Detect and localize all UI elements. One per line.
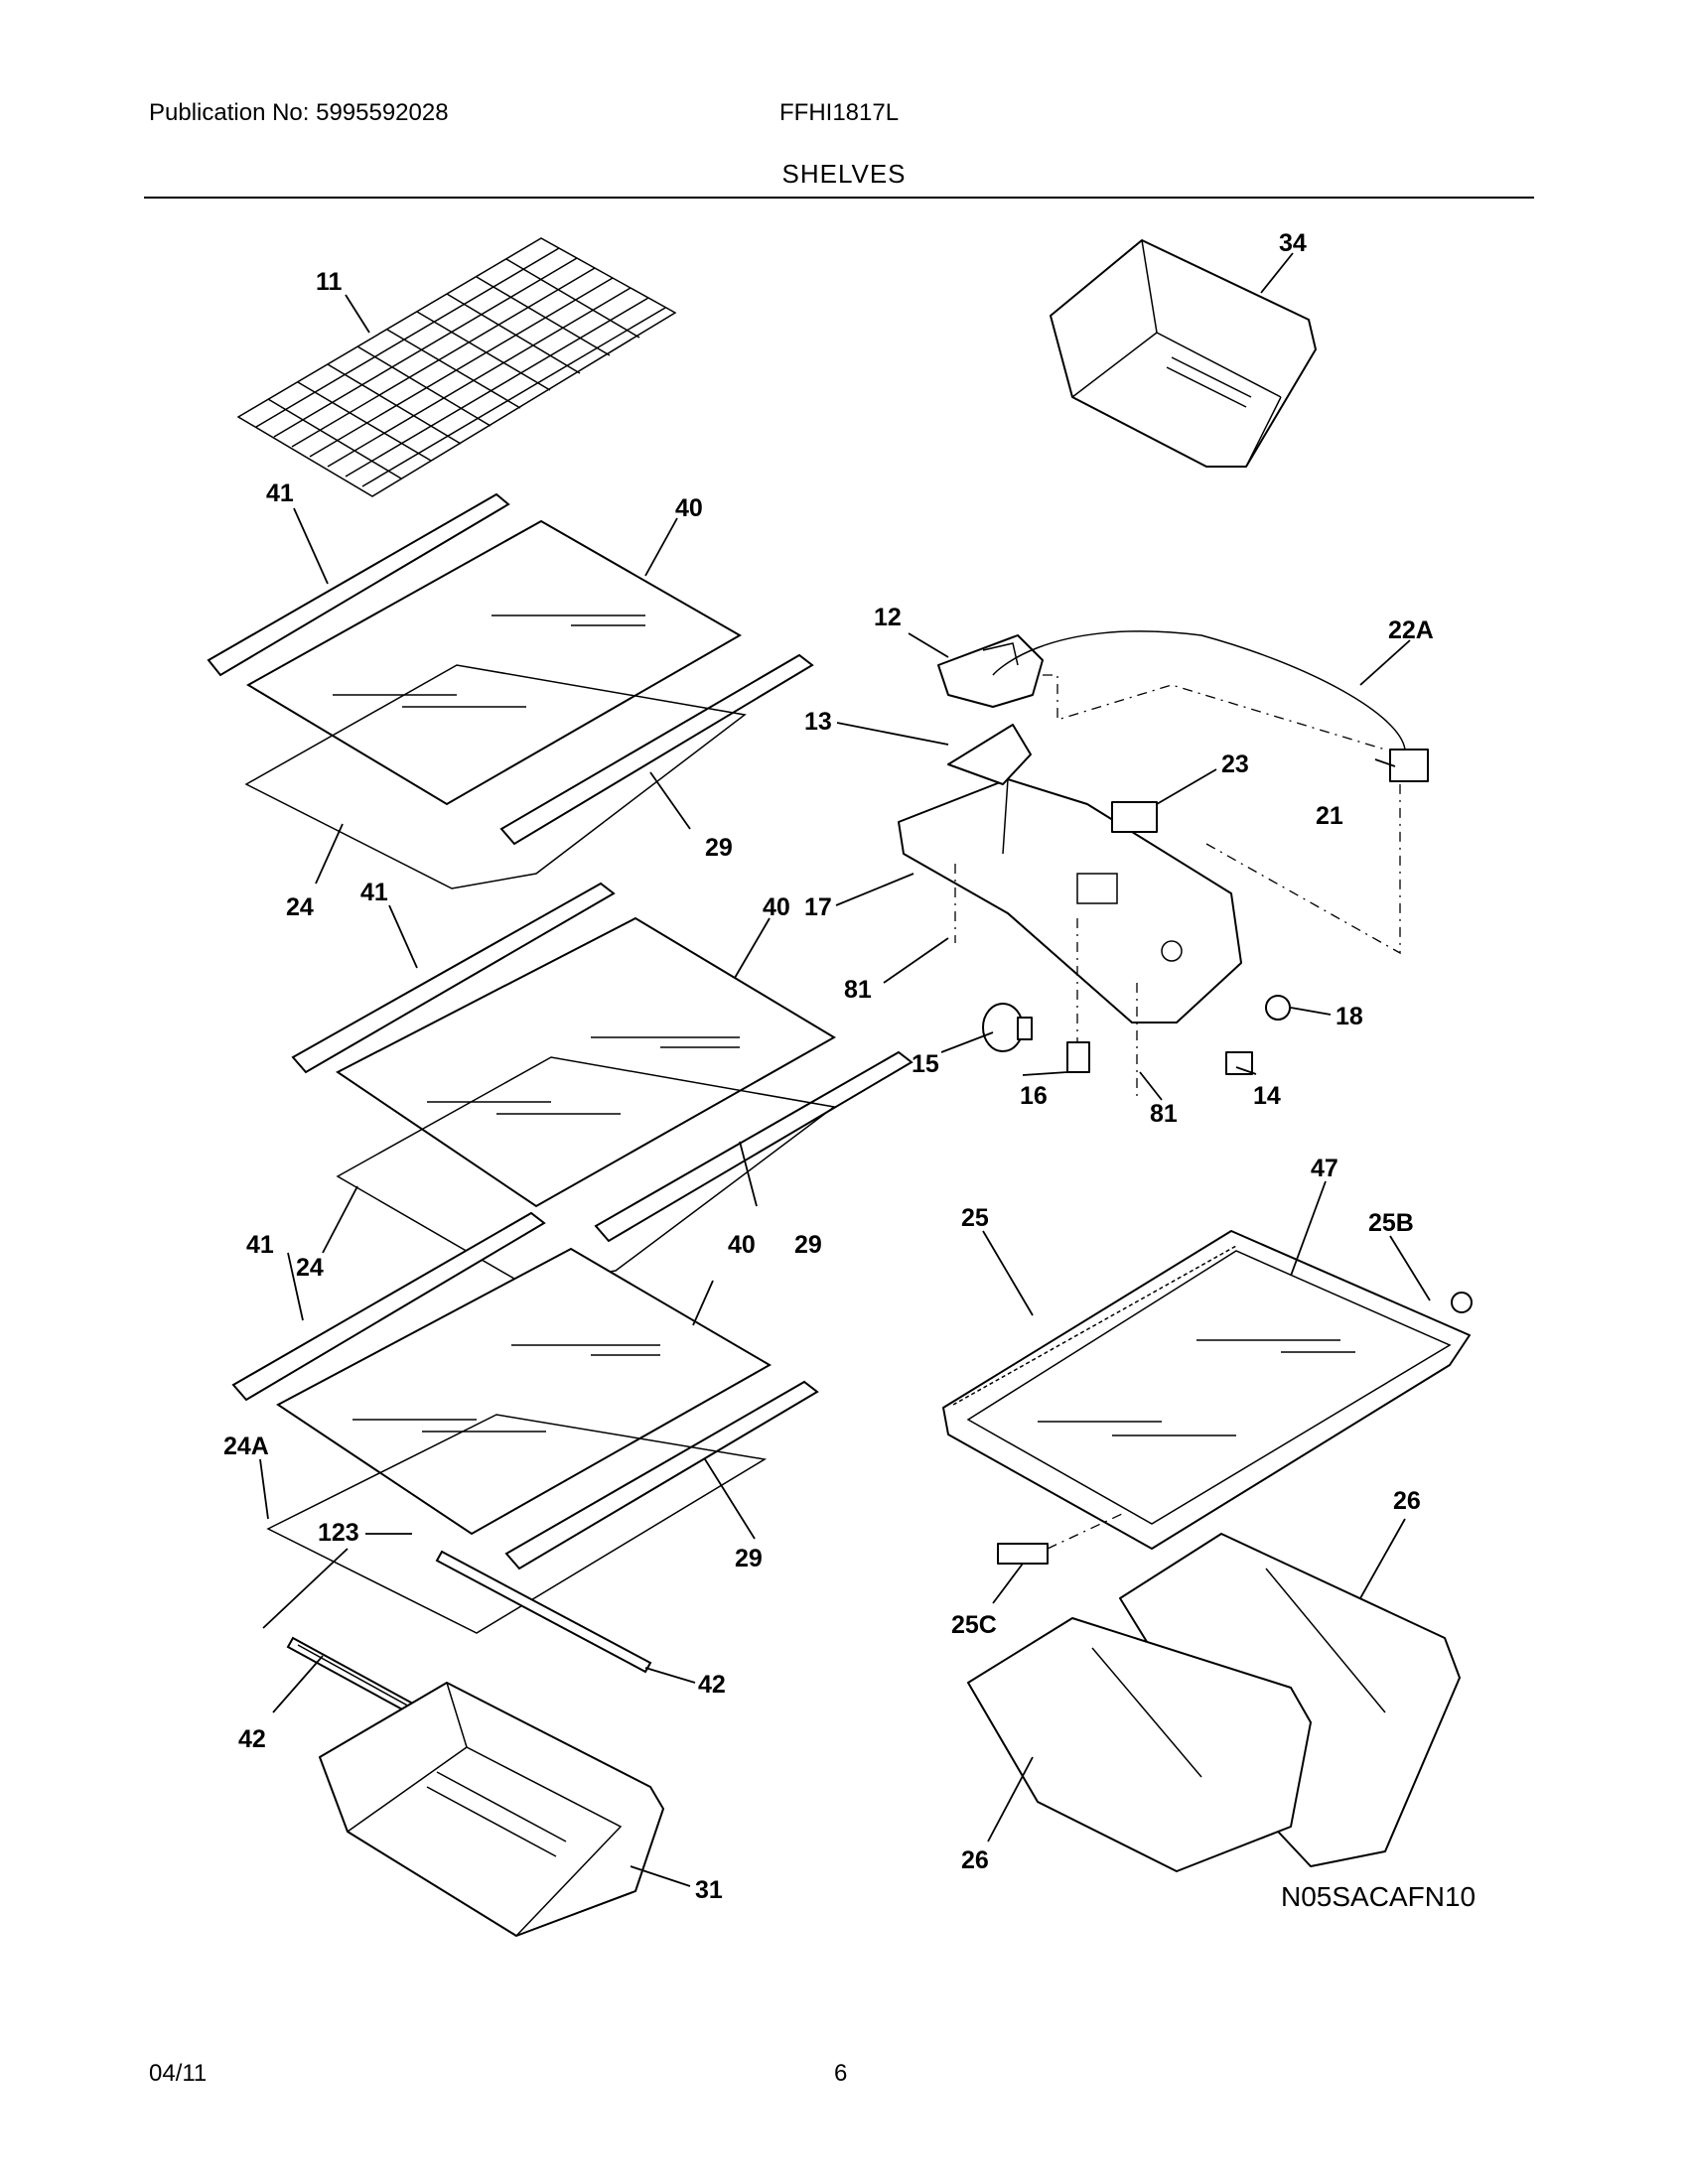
connector-21-part xyxy=(992,630,1429,782)
socket-18-part xyxy=(1265,995,1291,1021)
callout-81: 81 xyxy=(844,976,872,1004)
callout-41b: 41 xyxy=(360,879,388,906)
glass-shelf-1-part xyxy=(207,492,814,889)
model-number: FFHI1817L xyxy=(779,99,900,126)
crisper-drawer-31-part xyxy=(319,1682,664,1937)
socket-16-part xyxy=(1066,1041,1090,1073)
callout-42: 42 xyxy=(698,1671,726,1699)
callout-41c: 41 xyxy=(246,1231,274,1259)
callout-25: 25 xyxy=(961,1204,989,1232)
callout-29: 29 xyxy=(705,834,733,862)
light-shield-12-part xyxy=(937,634,1044,708)
callout-34: 34 xyxy=(1279,229,1307,257)
callout-16: 16 xyxy=(1020,1082,1048,1110)
callout-40c: 40 xyxy=(728,1231,756,1259)
wire-shelf-part xyxy=(236,237,677,497)
callout-24a: 24A xyxy=(223,1433,269,1460)
callout-40b: 40 xyxy=(763,893,790,921)
actuator-13-part xyxy=(947,724,1032,785)
callout-123: 123 xyxy=(318,1519,359,1547)
diagram-code: N05SACAFN10 xyxy=(1281,1881,1476,1912)
header-divider xyxy=(144,197,1534,199)
callout-25b: 25B xyxy=(1368,1209,1414,1237)
callout-13: 13 xyxy=(804,708,832,736)
callout-18: 18 xyxy=(1336,1003,1363,1030)
cover-support-25b-part xyxy=(1451,1292,1473,1313)
crisper-drawer-26-front-part xyxy=(967,1617,1312,1872)
callout-24: 24 xyxy=(286,893,314,921)
crisper-cover-part xyxy=(942,1230,1471,1550)
housing-dashed-guides xyxy=(954,674,1401,1102)
callout-40: 40 xyxy=(675,494,703,522)
switch-14-part xyxy=(1225,1051,1253,1075)
callout-24b: 24 xyxy=(296,1254,324,1282)
callout-11: 11 xyxy=(316,268,343,296)
callout-23: 23 xyxy=(1221,751,1249,778)
callout-15: 15 xyxy=(912,1050,939,1078)
callout-81b: 81 xyxy=(1150,1100,1178,1128)
footer-date: 04/11 xyxy=(149,2060,208,2087)
light-housing-part xyxy=(898,778,1242,1024)
callout-26b: 26 xyxy=(961,1846,989,1874)
callout-12: 12 xyxy=(874,604,902,631)
callout-29b: 29 xyxy=(794,1231,822,1259)
callout-26: 26 xyxy=(1393,1487,1421,1515)
glass-shelf-3-part xyxy=(231,1211,819,1634)
callout-29c: 29 xyxy=(735,1545,763,1572)
callout-leaders xyxy=(259,252,1431,1887)
callout-21: 21 xyxy=(1316,802,1343,830)
page-title: SHELVES xyxy=(781,159,907,189)
callout-41: 41 xyxy=(266,479,294,507)
bin-34-part xyxy=(1050,239,1317,468)
callout-31: 31 xyxy=(695,1876,723,1904)
callout-47: 47 xyxy=(1311,1155,1338,1182)
page-number: 6 xyxy=(834,2060,848,2087)
callout-25c: 25C xyxy=(951,1611,997,1639)
callout-17: 17 xyxy=(804,893,832,921)
publication-number: Publication No: 5995592028 xyxy=(149,99,449,126)
switch-23-part xyxy=(1111,801,1158,833)
bulb-15-part xyxy=(982,1003,1033,1052)
glass-shelf-2-part xyxy=(291,882,914,1287)
callout-42b: 42 xyxy=(238,1725,266,1753)
callout-22a: 22A xyxy=(1388,616,1434,644)
callout-14: 14 xyxy=(1253,1082,1281,1110)
callout-labels: 11 34 41 40 12 22A 13 23 21 29 24 41 40 … xyxy=(223,229,1434,1904)
